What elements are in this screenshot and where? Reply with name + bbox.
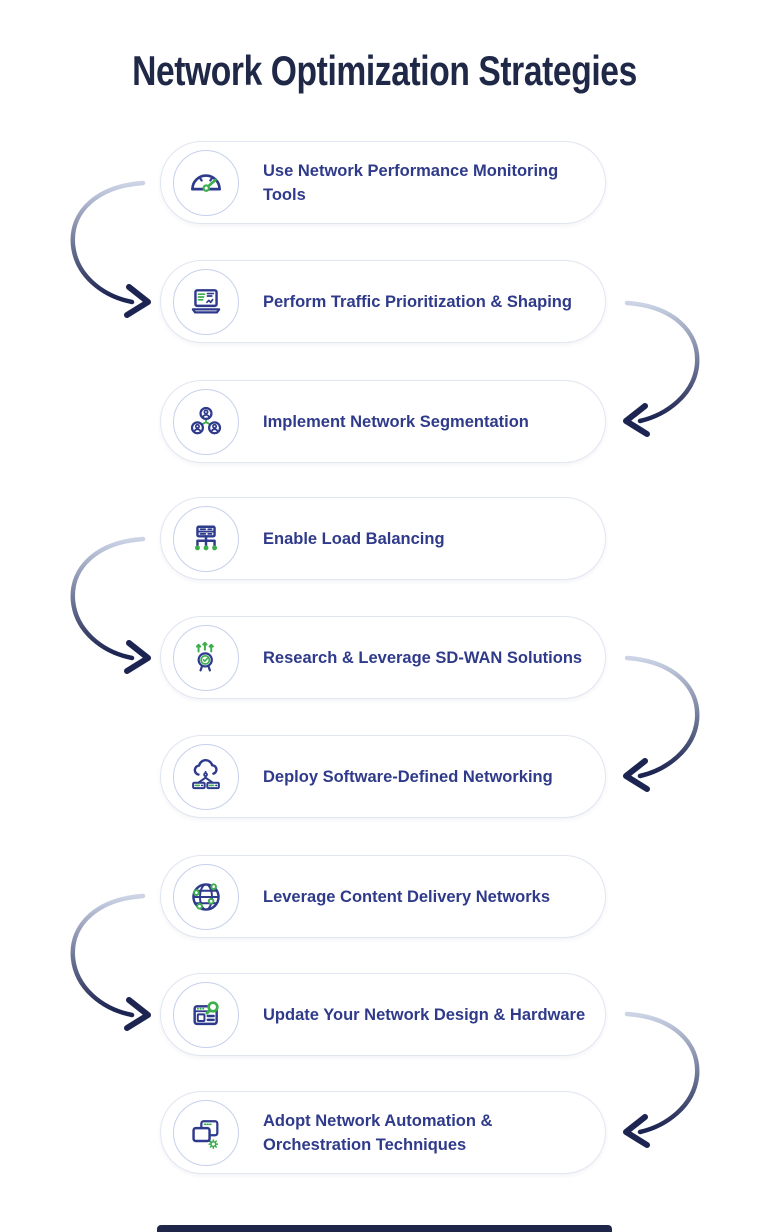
windows-gear-icon [186, 1113, 226, 1153]
page-title: Network Optimization Strategies [0, 50, 768, 92]
strategy-label: Adopt Network Automation & Orchestration… [263, 1111, 493, 1154]
icon-circle [173, 149, 239, 216]
speedometer-icon [186, 163, 226, 203]
icon-circle [173, 743, 239, 810]
curved-flow-arrow [623, 300, 700, 437]
curved-flow-arrow [70, 180, 151, 318]
strategy-label: Research & Leverage SD-WAN Solutions [263, 648, 583, 667]
strategy-label: Deploy Software-Defined Networking [263, 767, 553, 786]
icon-circle [173, 268, 239, 335]
load-balancer-icon [186, 519, 226, 559]
footer-accent-bar [157, 1225, 612, 1232]
strategy-item: Research & Leverage SD-WAN Solutions [160, 616, 606, 699]
icon-circle [173, 981, 239, 1048]
strategy-item: Deploy Software-Defined Networking [160, 735, 606, 818]
laptop-chart-icon [186, 282, 226, 322]
strategy-item: Leverage Content Delivery Networks [160, 855, 606, 938]
page-title-text: Network Optimization Strategies [131, 47, 637, 94]
cloud-network-icon [186, 757, 226, 797]
icon-circle [173, 863, 239, 930]
strategy-label: Update Your Network Design & Hardware [263, 1005, 586, 1024]
strategy-item: Enable Load Balancing [160, 497, 606, 580]
strategy-item: Adopt Network Automation & Orchestration… [160, 1091, 606, 1174]
icon-circle [173, 505, 239, 572]
icon-circle [173, 388, 239, 455]
icon-circle [173, 1099, 239, 1166]
strategy-item: Implement Network Segmentation [160, 380, 606, 463]
strategy-item: Perform Traffic Prioritization & Shaping [160, 260, 606, 343]
strategy-label: Use Network Performance Monitoring Tools [263, 161, 559, 204]
strategy-label: Implement Network Segmentation [263, 412, 529, 431]
strategy-item: Use Network Performance Monitoring Tools [160, 141, 606, 224]
icon-circle [173, 624, 239, 691]
strategy-label: Leverage Content Delivery Networks [263, 887, 551, 906]
strategy-item: Update Your Network Design & Hardware [160, 973, 606, 1056]
award-badge-icon [186, 638, 226, 678]
curved-flow-arrow [623, 655, 700, 792]
strategy-label: Perform Traffic Prioritization & Shaping [263, 292, 572, 311]
globe-network-icon [186, 877, 226, 917]
browser-search-icon [186, 995, 226, 1035]
strategy-label: Enable Load Balancing [263, 529, 445, 548]
user-network-icon [186, 402, 226, 442]
curved-flow-arrow [623, 1011, 700, 1148]
curved-flow-arrow [70, 536, 151, 674]
curved-flow-arrow [70, 893, 151, 1031]
